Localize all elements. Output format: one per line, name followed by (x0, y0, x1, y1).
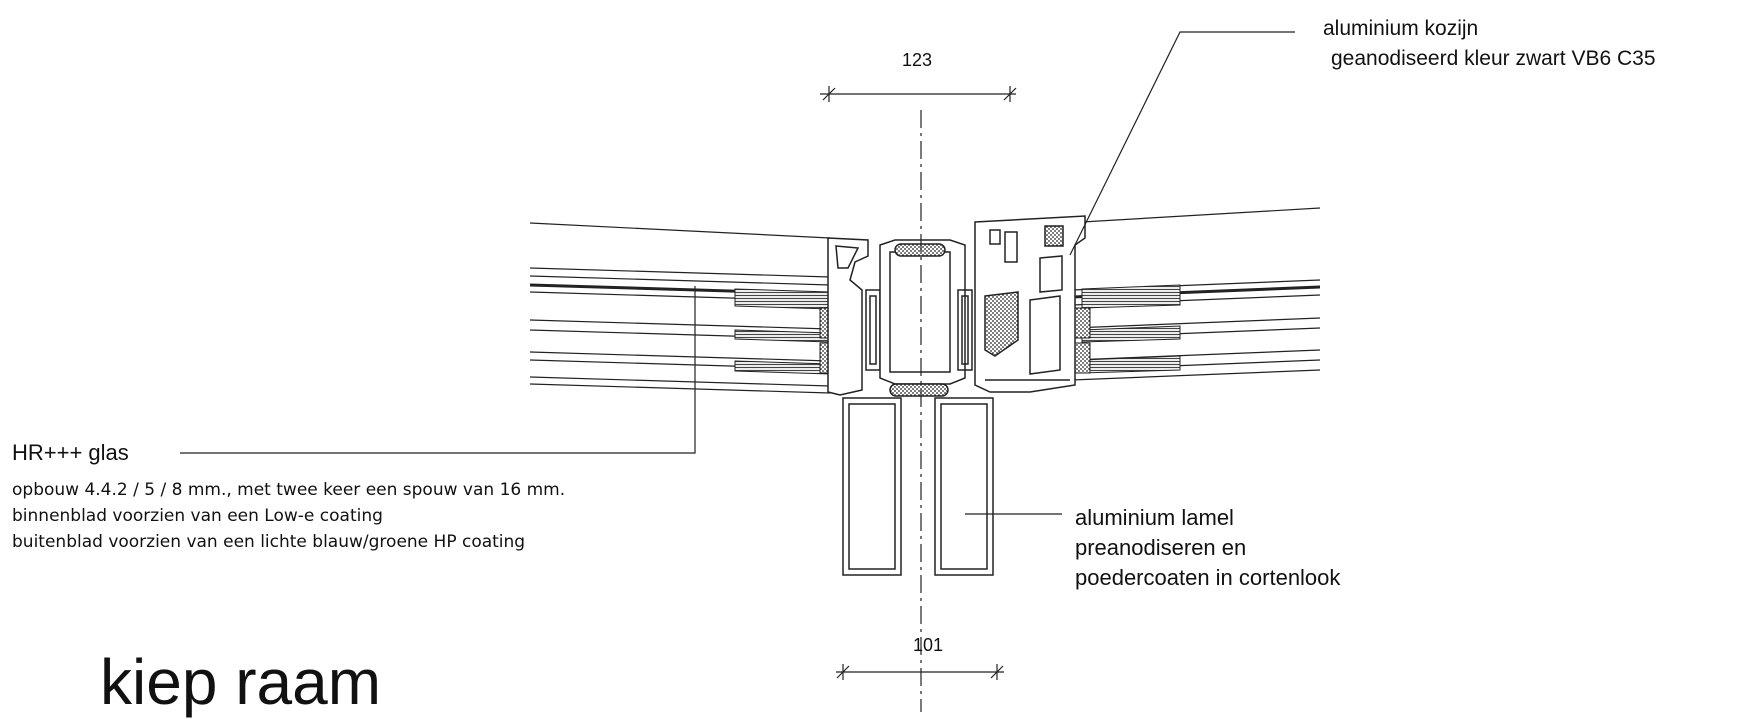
dimension-top-label: 123 (902, 50, 933, 70)
frame-annotation-line1: aluminium kozijn (1323, 17, 1479, 40)
glass-annotation-description: opbouw 4.4.2 / 5 / 8 mm., met twee keer … (12, 477, 565, 555)
dimension-top-line (820, 86, 1017, 102)
glass-annotation-title: HR+++ glas (12, 440, 129, 465)
right-spacers (1071, 284, 1181, 374)
glass-annotation-line2: binnenblad voorzien van een Low-e coatin… (12, 506, 383, 526)
frame-profiles (827, 215, 1086, 397)
lamel-annotation-line2: preanodiseren en (1075, 535, 1247, 560)
lamel-annotation-line1: aluminium lamel (1075, 505, 1234, 530)
drawing-title: kiep raam (100, 646, 381, 718)
frame-annotation: aluminium kozijn geanodiseerd kleur zwar… (1323, 14, 1656, 74)
glass-annotation-line1: opbouw 4.4.2 / 5 / 8 mm., met twee keer … (12, 480, 566, 500)
left-spacers (734, 288, 839, 375)
dimension-bottom-label: 101 (913, 635, 944, 655)
lamellen (842, 397, 994, 576)
lamel-annotation-line3: poedercoaten in cortenlook (1075, 565, 1341, 590)
lamel-annotation: aluminium lamel preanodiseren en poederc… (1075, 503, 1340, 593)
dimension-bottom-line (836, 664, 1004, 680)
glass-annotation-line3: buitenblad voorzien van een lichte blauw… (12, 532, 526, 552)
leader-lines (180, 31, 1295, 515)
frame-annotation-line2: geanodiseerd kleur zwart VB6 C35 (1331, 47, 1656, 70)
